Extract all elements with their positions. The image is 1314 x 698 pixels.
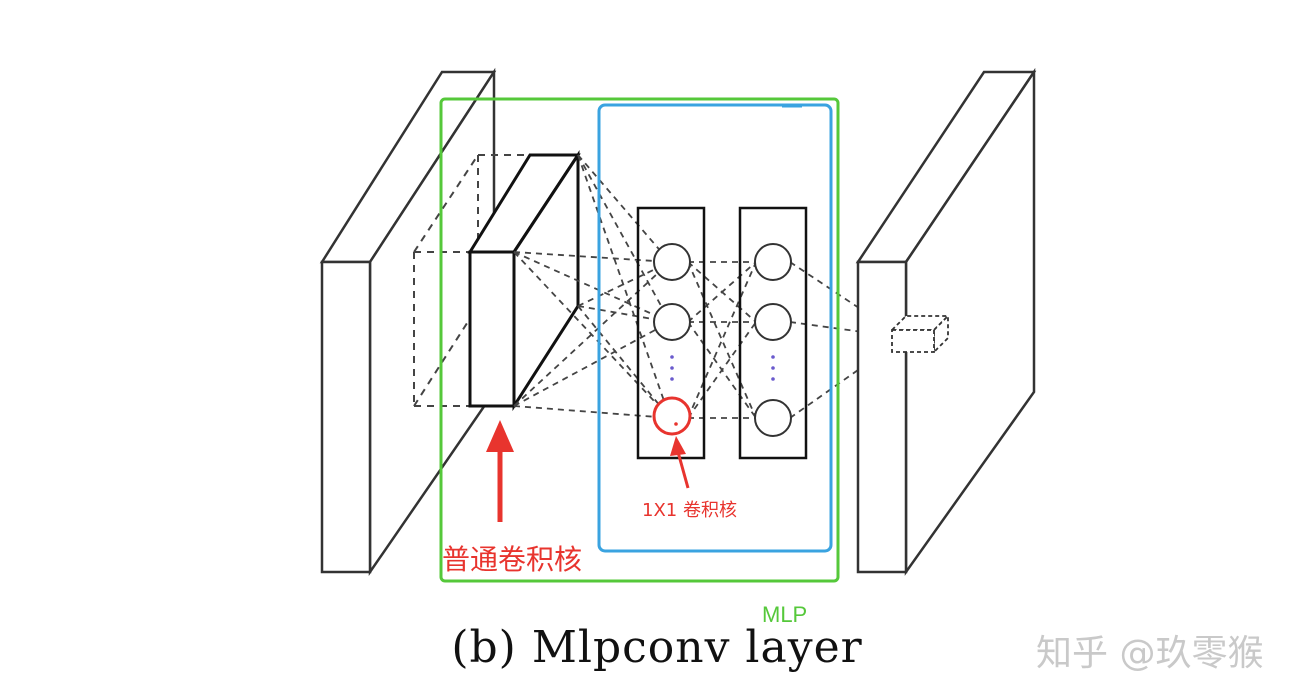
output-feature-map — [855, 67, 1037, 576]
inner-box — [597, 103, 833, 553]
ellipsis-dots — [670, 355, 674, 381]
one-by-one-kernel-node — [652, 396, 692, 436]
mlp-node — [653, 243, 691, 281]
normal-conv-kernel — [467, 150, 581, 412]
mlp-box — [439, 97, 840, 583]
mlp-layer-connections — [687, 261, 757, 419]
mlp-node — [754, 399, 792, 437]
figure-caption: (b) Mlpconv layer — [451, 622, 863, 673]
mlp-node — [653, 303, 691, 341]
mlp-node — [754, 303, 792, 341]
normal-kernel-arrow — [486, 420, 514, 522]
mlp-layer-1 — [636, 206, 706, 460]
watermark: 知乎 @玖零猴 — [1036, 633, 1264, 674]
one-by-one-kernel-label: 1X1 卷积核 — [642, 500, 737, 521]
output-pixel — [889, 313, 951, 355]
mlp-node — [754, 243, 792, 281]
input-feature-map — [319, 67, 497, 577]
mlp-label: MLP — [762, 602, 808, 627]
mlp-layer-2 — [738, 206, 808, 460]
ellipsis-dots — [771, 355, 775, 381]
normal-kernel-label: 普通卷积核 — [442, 543, 583, 576]
one-by-one-kernel-arrow — [670, 436, 690, 489]
